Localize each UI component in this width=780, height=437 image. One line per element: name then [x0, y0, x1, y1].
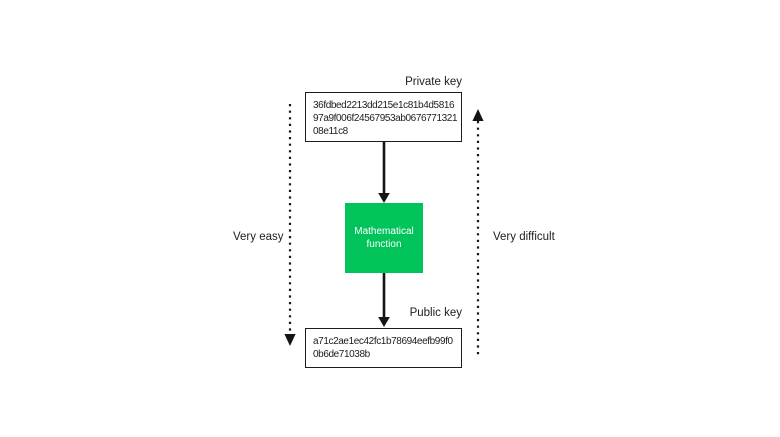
private-key-label: Private key: [405, 76, 462, 88]
dotted-arrow-up-icon: [472, 109, 484, 355]
mathematical-function-box: Mathematical function: [345, 203, 423, 273]
arrow-private-to-function-icon: [378, 142, 390, 203]
arrow-function-to-public-icon: [378, 273, 390, 327]
public-key-value: a71c2ae1ec42fc1b78694eefb99f0 0b6de71038…: [313, 336, 453, 360]
private-key-box: 36fdbed2213dd215e1c81b4d5816 97a9f006f24…: [305, 92, 462, 142]
dotted-arrow-down-icon: [284, 104, 296, 346]
private-key-value: 36fdbed2213dd215e1c81b4d5816 97a9f006f24…: [313, 100, 458, 137]
mathematical-function-label: Mathematical function: [354, 226, 414, 250]
public-key-box: a71c2ae1ec42fc1b78694eefb99f0 0b6de71038…: [305, 328, 462, 368]
very-easy-label: Very easy: [233, 231, 284, 243]
very-difficult-label: Very difficult: [493, 231, 555, 243]
public-key-label: Public key: [409, 307, 462, 319]
